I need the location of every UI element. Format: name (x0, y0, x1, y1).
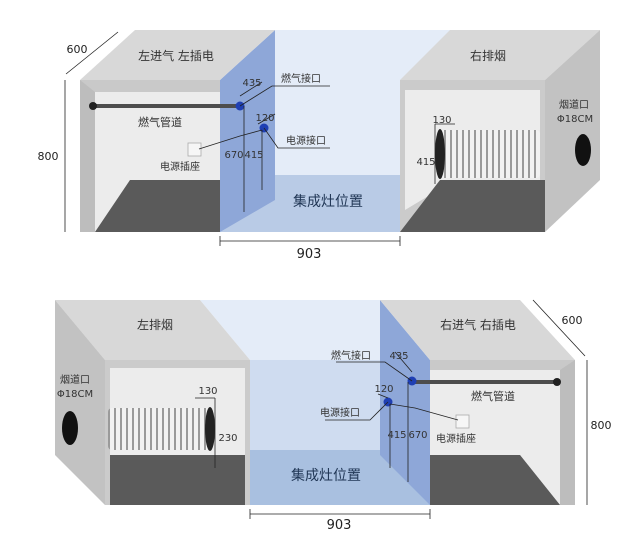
bottom-right-cabinet-top (380, 300, 575, 360)
top-dim-power-offset: 120 (255, 113, 274, 124)
bottom-left-cabinet-title: 左排烟 (137, 317, 173, 332)
bottom-left-cabinet-floor (110, 455, 245, 505)
bottom-power-socket-leader (389, 403, 459, 421)
top-dim-depth: 600 (67, 43, 88, 56)
bottom-right-cabinet-floor (430, 455, 560, 505)
top-dim-duct-height: 415 (416, 157, 435, 168)
top-power-socket-label: 电源插座 (160, 160, 200, 173)
bottom-right-cabinet-title: 右进气 右插电 (440, 317, 516, 332)
top-power-offset-line (257, 113, 276, 125)
bottom-right-cabinet-inner (430, 370, 560, 505)
top-gas-pipe-cap (89, 102, 97, 110)
bottom-power-socket-icon (455, 414, 470, 429)
bottom-diagram: 左排烟 右进气 右插电 燃气管道 电源插座 燃气接口 电源接口 集成灶位置 烟道… (55, 299, 612, 533)
top-power-port-label: 电源接口 (286, 134, 326, 147)
top-stove-side-wall (220, 30, 275, 232)
top-dim-gas-offset: 435 (242, 78, 261, 89)
top-gas-port-label: 燃气接口 (281, 72, 321, 85)
top-left-cabinet-floor (95, 180, 220, 232)
bottom-gas-port-leader (336, 361, 413, 382)
bottom-left-cabinet-top (55, 300, 250, 360)
top-flue-label: 烟道口 (559, 98, 589, 111)
top-depth-dim-line (65, 31, 119, 75)
top-dim-width: 903 (297, 247, 322, 262)
top-diagram: 左进气 左插电 右排烟 燃气管道 电源插座 燃气接口 电源接口 集成灶位置 烟道… (38, 30, 600, 262)
bottom-dim-power-offset: 120 (374, 384, 393, 395)
bottom-depth-dim-line (532, 299, 586, 357)
bottom-duct-collar (205, 407, 215, 451)
top-dim-height: 800 (38, 150, 59, 163)
top-stove-back-wall (220, 30, 450, 175)
bottom-dim-height: 800 (591, 419, 612, 432)
bottom-power-offset-line (377, 393, 389, 399)
top-duct-collar (435, 129, 445, 179)
bottom-stove-label: 集成灶位置 (291, 467, 361, 484)
top-dim-gas-height: 670 (224, 150, 243, 161)
bottom-left-cabinet-side (55, 300, 105, 505)
bottom-stove-back-wall (200, 300, 430, 360)
top-dim-power-height: 415 (244, 150, 263, 161)
bottom-dim-power-height: 415 (387, 430, 406, 441)
bottom-stove-side-wall (380, 300, 430, 505)
top-right-cabinet-side (545, 30, 600, 232)
bottom-power-port-label: 电源接口 (320, 406, 360, 419)
bottom-gas-port-label: 燃气接口 (331, 349, 371, 362)
bottom-flue-hole (62, 411, 78, 445)
bottom-dim-duct-top: 130 (198, 386, 217, 397)
top-left-cabinet-inner (95, 92, 220, 232)
bottom-flue-label: 烟道口 (60, 373, 90, 386)
top-flue-size: Φ18CM (557, 114, 593, 125)
top-dim-duct-top: 130 (432, 115, 451, 126)
bottom-dim-width: 903 (327, 518, 352, 533)
top-stove-label: 集成灶位置 (293, 193, 363, 210)
top-power-port-leader (263, 127, 330, 149)
bottom-dim-gas-height: 670 (408, 430, 427, 441)
top-gas-port-leader (239, 85, 330, 107)
bottom-right-cabinet-right-wall (560, 360, 575, 505)
top-gas-offset-line (239, 81, 263, 97)
top-right-cabinet-top (400, 30, 600, 80)
bottom-dim-duct-height: 230 (218, 433, 237, 444)
top-flue-hole (575, 134, 591, 166)
bottom-dim-depth: 600 (562, 314, 583, 327)
bottom-stove-floor (250, 450, 430, 505)
top-gas-pipe-label: 燃气管道 (138, 115, 182, 129)
top-right-cabinet-floor (400, 180, 545, 232)
bottom-flexible-duct (108, 408, 210, 450)
top-power-socket-icon (187, 142, 202, 157)
top-left-cabinet-left-wall (80, 80, 95, 232)
bottom-power-port-leader (325, 401, 389, 421)
top-power-socket-leader (198, 129, 263, 150)
top-flexible-duct (440, 130, 540, 178)
bottom-gas-pipe-cap (553, 378, 561, 386)
bottom-flue-size: Φ18CM (57, 389, 93, 400)
top-left-cabinet-title: 左进气 左插电 (138, 48, 214, 63)
bottom-power-socket-label: 电源插座 (436, 432, 476, 445)
bottom-gas-pipe-label: 燃气管道 (471, 389, 515, 403)
top-right-cabinet-title: 右排烟 (470, 48, 506, 63)
bottom-dim-gas-offset: 435 (389, 351, 408, 362)
top-left-cabinet-top (80, 30, 275, 80)
bottom-gas-offset-line (394, 351, 413, 373)
